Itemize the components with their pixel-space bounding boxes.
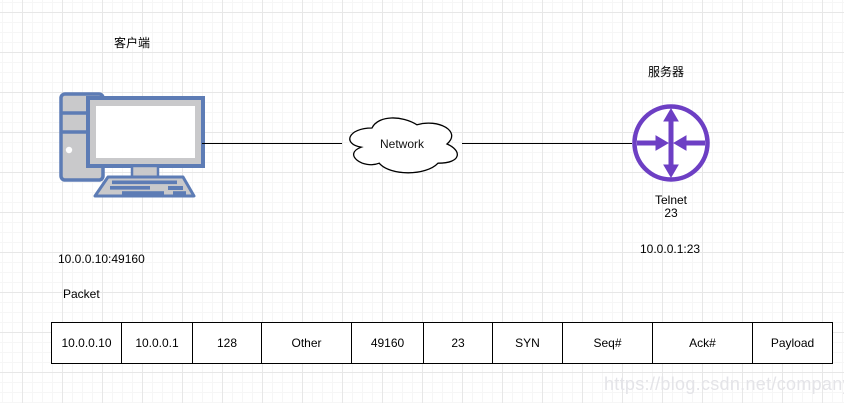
network-label: Network [379,137,424,151]
packet-field-cell: 10.0.0.1 [122,323,193,363]
packet-field-cell: Payload [753,323,832,363]
server-service-name: Telnet [654,193,688,207]
desktop-computer-icon [59,92,205,198]
packet-field-cell: Ack# [653,323,753,363]
link-client-network [202,143,342,144]
network-cloud-icon [349,117,458,174]
packet-field-cell: 128 [193,323,262,363]
packet-field-cell: 23 [424,323,493,363]
packet-field-cell: Seq# [563,323,653,363]
packet-field-cell: 10.0.0.10 [52,323,122,363]
server-label: 服务器 [648,65,685,79]
watermark-text: https://blog.csdn.net/companyzh [604,374,844,394]
link-network-server [462,143,632,144]
server-service-port: 23 [664,206,678,220]
packet-field-cell: Other [262,323,352,363]
packet-field-cell: 49160 [352,323,424,363]
router-icon [632,104,710,182]
client-address: 10.0.0.10:49160 [58,252,145,266]
server-address: 10.0.0.1:23 [640,242,701,256]
packet-label: Packet [63,287,100,301]
server-service-caption: Telnet 23 [631,194,711,220]
client-label: 客户端 [114,36,151,50]
packet-field-cell: SYN [493,323,563,363]
